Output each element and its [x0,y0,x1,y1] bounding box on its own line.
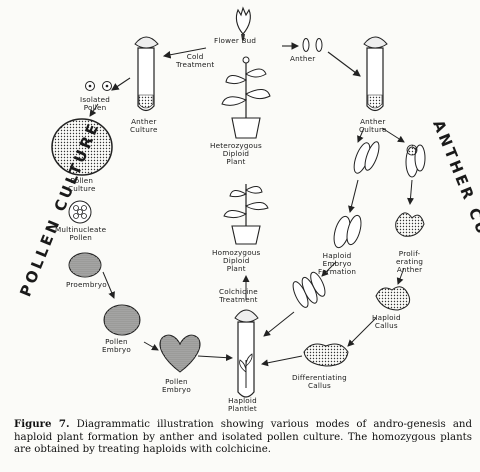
label-pollen-embryo-left-line2: Embryo [102,345,131,354]
label-haploid-callus-line1: Haploid [372,313,401,322]
label-proliferating-line1: Prolif- [398,249,421,258]
label-haploid-embryo-line2: Embryo [322,259,352,268]
label-homozygous-line1: Homozygous [212,248,261,257]
label-haploid-callus: Haploid Callus [372,314,401,330]
isolated-pollen-illustration [85,81,112,91]
caption-text: Diagrammatic illustration showing variou… [14,419,472,456]
label-isolated-pollen-line1: Isolated [80,95,111,104]
label-anther: Anther [290,54,316,63]
label-anther-culture-left-line1: Anther [131,117,157,126]
label-proembryo: Proembryo [66,280,107,289]
label-cold-treatment: Cold Treatment [176,53,214,69]
label-colchicine-treatment: Colchicine Treatment [219,288,258,304]
label-homozygous-line3: Plant [226,264,246,273]
label-anther-culture-left: Anther Culture [130,118,158,134]
label-pollen-culture-line2: Culture [68,184,96,193]
label-pollen-embryo-left-line1: Pollen [105,337,128,346]
proembryo-illustration [68,252,102,278]
label-haploid-callus-line2: Callus [374,321,398,330]
label-anther-culture-left-line2: Culture [130,125,158,134]
diagram-artwork [51,6,426,398]
label-cold-treatment-line2: Treatment [176,60,215,69]
label-pollen-embryo-center-line1: Pollen [165,377,188,386]
label-multinucleate-pollen: Multinucleate Pollen [55,226,106,242]
label-haploid-embryo-line3: Formation [318,267,357,276]
label-homozygous-line2: Diploid [223,256,250,265]
pollen-embryo-left-illustration [103,304,141,336]
label-colchicine-line2: Treatment [219,295,258,304]
homozygous-plant-illustration [223,184,269,245]
haploid-plantlet-tube [234,309,259,398]
label-heterozygous-line1: Heterozygous [210,141,262,150]
label-pollen-embryo-center: Pollen Embryo [162,378,191,394]
label-multinucleate-pollen-line2: Pollen [69,233,92,242]
label-haploid-plantlet: Haploid Plantlet [228,397,257,413]
label-heterozygous-line3: Plant [226,157,246,166]
label-proliferating-line3: Anther [396,265,423,274]
label-pollen-embryo-left: Pollen Embryo [102,338,131,354]
label-multinucleate-pollen-line1: Multinucleate [55,225,107,234]
label-colchicine-line1: Colchicine [219,287,258,296]
label-cold-treatment-line1: Cold [186,52,204,61]
anther-embryo-stages [292,141,426,367]
caption-figure-number: Figure 7. [14,418,70,430]
label-pollen-culture-line1: Pollen [70,176,94,185]
label-heterozygous-line2: Diploid [222,149,250,158]
label-flower-bud: Flower Bud [214,36,257,45]
label-differentiating-line2: Callus [308,381,331,390]
label-differentiating-callus: Differentiating Callus [292,374,347,390]
figure-caption: Figure 7. Diagrammatic illustration show… [14,418,472,457]
label-haploid-plantlet-line1: Haploid [228,396,257,405]
label-anther-culture-right: Anther Culture [359,118,387,134]
pollen-embryo-heart-illustration [159,334,201,373]
anther-culture-tube-left [134,36,159,112]
label-proliferating-anther: Prolif- erating Anther [396,250,423,274]
label-haploid-plantlet-line2: Plantlet [228,404,257,413]
label-differentiating-line1: Differentiating [292,373,347,382]
label-anther-culture-right-line1: Anther [360,117,386,126]
label-pollen-embryo-center-line2: Embryo [162,385,191,394]
multinucleate-pollen-illustration [68,200,92,224]
label-proliferating-line2: erating [396,257,424,266]
anther-culture-tube-right [363,36,388,112]
label-homozygous-plant: Homozygous Diploid Plant [212,249,261,273]
label-pollen-culture: Pollen Culture [68,177,96,193]
label-isolated-pollen-line2: Pollen [83,103,107,112]
flower-bud-illustration [235,6,251,40]
pollen-culture-dish [51,118,113,176]
label-anther-culture-right-line2: Culture [359,125,387,134]
label-heterozygous-plant: Heterozygous Diploid Plant [210,142,262,166]
heterozygous-plant-illustration [221,56,271,139]
label-haploid-embryo-line1: Haploid [322,251,352,260]
anther-illustration [302,38,323,52]
label-isolated-pollen: Isolated Pollen [80,96,110,112]
label-haploid-embryo-formation: Haploid Embryo Formation [318,252,356,276]
